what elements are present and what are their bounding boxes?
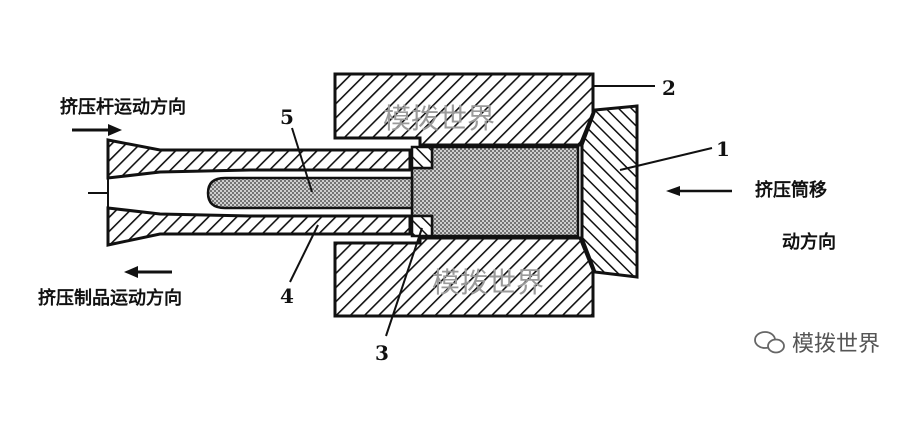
dummy-block-bottom <box>410 214 434 238</box>
ram-bottom-wall <box>106 206 412 247</box>
part-number-4: 4 <box>280 284 294 308</box>
dummy-block-top <box>410 145 434 170</box>
wechat-icon <box>754 331 785 354</box>
label-container-motion-line1: 挤压筒移 <box>755 179 827 201</box>
part-number-2: 2 <box>662 76 676 100</box>
arrow-ram-right <box>72 124 122 136</box>
part-number-5: 5 <box>280 105 294 129</box>
watermark-top: 模拨世界 <box>383 102 495 135</box>
label-container-motion-line2: 动方向 <box>782 231 836 253</box>
leader-1 <box>619 147 713 171</box>
label-ram-motion: 挤压杆运动方向 <box>60 96 186 118</box>
part-number-1: 1 <box>716 137 730 161</box>
leader-4 <box>289 224 319 283</box>
container-top <box>333 72 595 147</box>
billet <box>410 145 580 238</box>
ram-bore <box>88 178 109 208</box>
die <box>580 104 639 279</box>
leader-3 <box>385 227 423 337</box>
watermark-bottom: 模拨世界 <box>432 266 544 299</box>
label-product-motion: 挤压制品运动方向 <box>38 287 182 309</box>
leader-5 <box>291 127 313 193</box>
arrow-product-left <box>124 266 172 278</box>
brand-name: 模拨世界 <box>792 332 880 357</box>
arrow-container-left <box>666 186 732 196</box>
extruded-product <box>206 176 414 210</box>
part-number-3: 3 <box>375 341 389 365</box>
ram-top-wall <box>106 138 412 180</box>
